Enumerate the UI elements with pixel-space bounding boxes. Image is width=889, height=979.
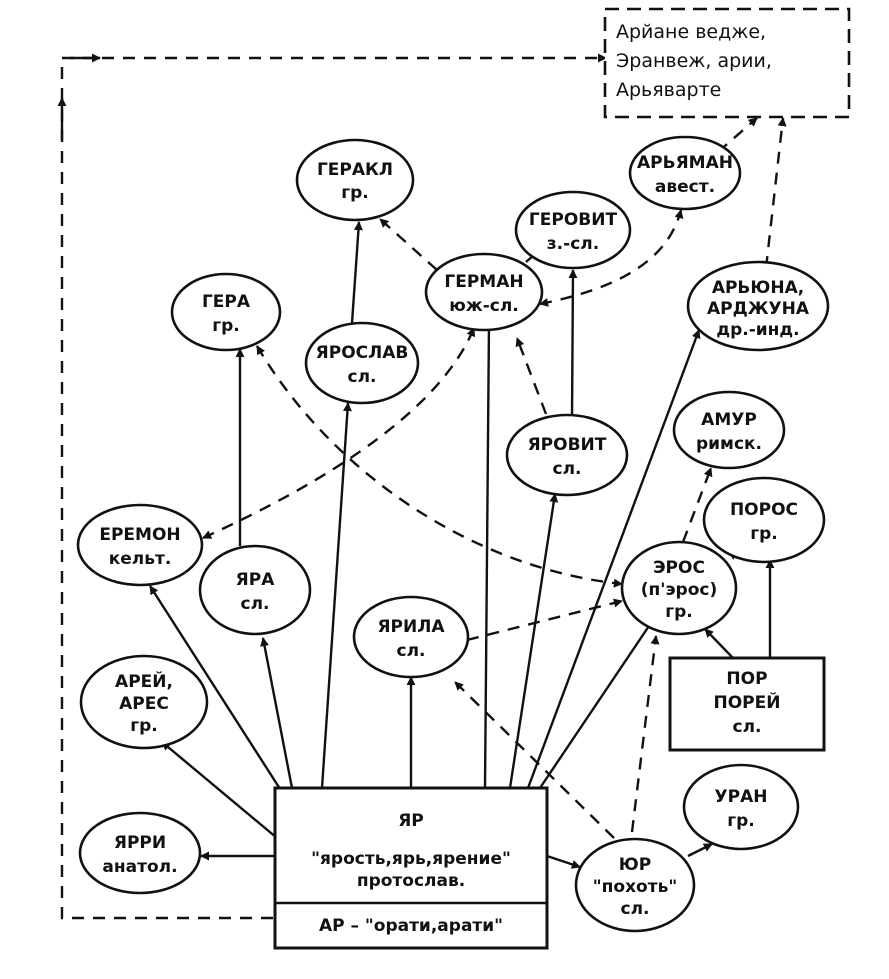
node-eros-line-2: (п'эрос) [641,580,718,600]
node-jara-line-2: сл. [241,594,270,614]
node-eros: ЭРОС (п'эрос) гр. [620,540,738,636]
edge-por-to-eros [704,628,734,659]
edge-root-to-jaroslav [320,402,352,789]
top-box-line-1: Арйане ведже, [616,21,766,43]
node-eros-line-3: гр. [665,602,693,622]
node-gera: ГЕРА гр. [170,272,282,352]
node-jarri-line-1: ЯРРИ [114,833,166,853]
node-jara: ЯРА сл. [198,544,312,636]
edge-root-to-eremon [148,585,284,793]
top-box: Арйане ведже, Эранвеж, арии, Арьяварте [603,7,851,119]
edge-jaroslav-to-gerakl [350,221,363,324]
node-uran-line-2: гр. [727,811,755,831]
edge-root-to-eros [539,619,654,789]
edge-root-to-german [483,321,494,789]
edge-arjuna-to-top-box [764,117,787,269]
node-jaroslav-line-1: ЯРОСЛАВ [316,343,409,363]
top-box-line-3: Арьяварте [616,79,721,101]
node-jarovit-line-1: ЯРОВИТ [528,435,607,455]
edge-root-to-jara [260,637,294,789]
node-jaroslav: ЯРОСЛАВ сл. [304,321,420,405]
node-gera-line-1: ГЕРА [202,292,251,312]
node-jarila-line-2: сл. [397,641,426,661]
node-por-line-1: ПОР [726,669,767,689]
edge-german-to-arjaman [539,209,684,307]
node-german-line-1: ГЕРМАН [444,272,523,292]
node-gera-line-2: гр. [212,316,240,336]
node-gerakl-line-2: гр. [341,183,369,203]
top-box-line-2: Эранвеж, арии, [616,50,772,72]
node-gerovit: ГЕРОВИТ з.-сл. [514,190,632,270]
node-german-line-2: юж-сл. [449,296,519,316]
node-arjaman-line-1: АРЬЯМАН [637,153,733,173]
node-eremon: ЕРЕМОН кельт. [76,503,204,587]
node-poros-line-1: ПОРОС [730,500,798,520]
node-uran-line-1: УРАН [715,787,768,807]
node-arjuna-line-1: АРЬЮНА, [712,278,804,298]
edge-arjaman-to-top-box [717,117,758,153]
node-german: ГЕРМАН юж-сл. [424,252,544,332]
edge-jarovit-to-german [515,337,548,415]
root-line-3: протослав. [357,871,465,891]
edge-root-to-jur [546,854,581,869]
node-jarila: ЯРИЛА сл. [352,595,470,679]
node-gerakl: ГЕРАКЛ гр. [295,138,415,222]
node-arjuna-line-2: АРДЖУНА [707,299,810,319]
node-por-line-3: сл. [733,717,762,737]
node-jarri-line-2: анатол. [102,857,177,877]
root-title: ЯР [398,811,424,831]
node-arej-line-2: АРЕС [119,694,169,714]
node-amur: АМУР римск. [672,390,786,470]
node-arej: АРЕЙ, АРЕС гр. [79,654,209,750]
node-arjaman: АРЬЯМАН авест. [628,135,742,211]
node-por: ПОР ПОРЕЙ сл. [668,656,826,752]
node-poros-line-2: гр. [750,524,778,544]
node-arej-line-1: АРЕЙ, [115,670,173,692]
node-jur-line-3: сл. [621,899,650,919]
node-gerovit-line-1: ГЕРОВИТ [529,210,618,230]
edge-root-to-arej [161,741,278,839]
edge-jarila-to-eros [466,598,623,642]
node-jarila-line-1: ЯРИЛА [377,617,445,637]
node-eremon-line-2: кельт. [109,549,172,569]
node-por-line-2: ПОРЕЙ [714,691,781,713]
node-arjuna-line-3: др.-инд. [716,320,799,340]
node-eremon-line-1: ЕРЕМОН [99,525,180,545]
root-box: ЯР "ярость,ярь,ярение" протослав. АР – "… [273,786,549,950]
node-gerovit-line-2: з.-сл. [547,234,599,254]
node-jara-line-1: ЯРА [236,570,276,590]
node-amur-line-2: римск. [696,434,762,454]
edge-gera-to-eros [255,345,623,588]
node-jur-line-1: ЮР [619,855,651,875]
edge-jarovit-to-gerovit [568,269,578,419]
root-line-2: "ярость,ярь,ярение" [311,849,511,869]
edges [57,53,787,920]
edge-jur-to-eros [630,635,660,833]
edge-jur-to-uran [687,842,713,858]
node-arej-line-3: гр. [130,716,158,736]
node-jarri: ЯРРИ анатол. [78,811,202,895]
node-gerakl-line-1: ГЕРАКЛ [317,160,393,180]
node-uran: УРАН гр. [682,763,800,851]
node-arjaman-line-2: авест. [655,177,715,197]
node-jur: ЮР "похоть" сл. [574,837,696,933]
node-amur-line-1: АМУР [701,410,757,430]
edge-jur-to-jarila [454,681,615,839]
edge-root-loop-to-top-box [60,56,273,920]
root-bottom: АР – "орати,арати" [319,916,503,936]
node-jaroslav-line-2: сл. [348,367,377,387]
node-eros-line-1: ЭРОС [653,558,705,578]
edge-german-to-gerakl [379,218,438,271]
node-arjuna: АРЬЮНА, АРДЖУНА др.-инд. [686,260,830,352]
node-jarovit: ЯРОВИТ сл. [505,413,629,497]
node-poros: ПОРОС гр. [702,476,826,564]
node-jarovit-line-2: сл. [553,459,582,479]
edge-eros-to-amur [681,467,713,543]
node-jur-line-2: "похоть" [593,877,677,897]
